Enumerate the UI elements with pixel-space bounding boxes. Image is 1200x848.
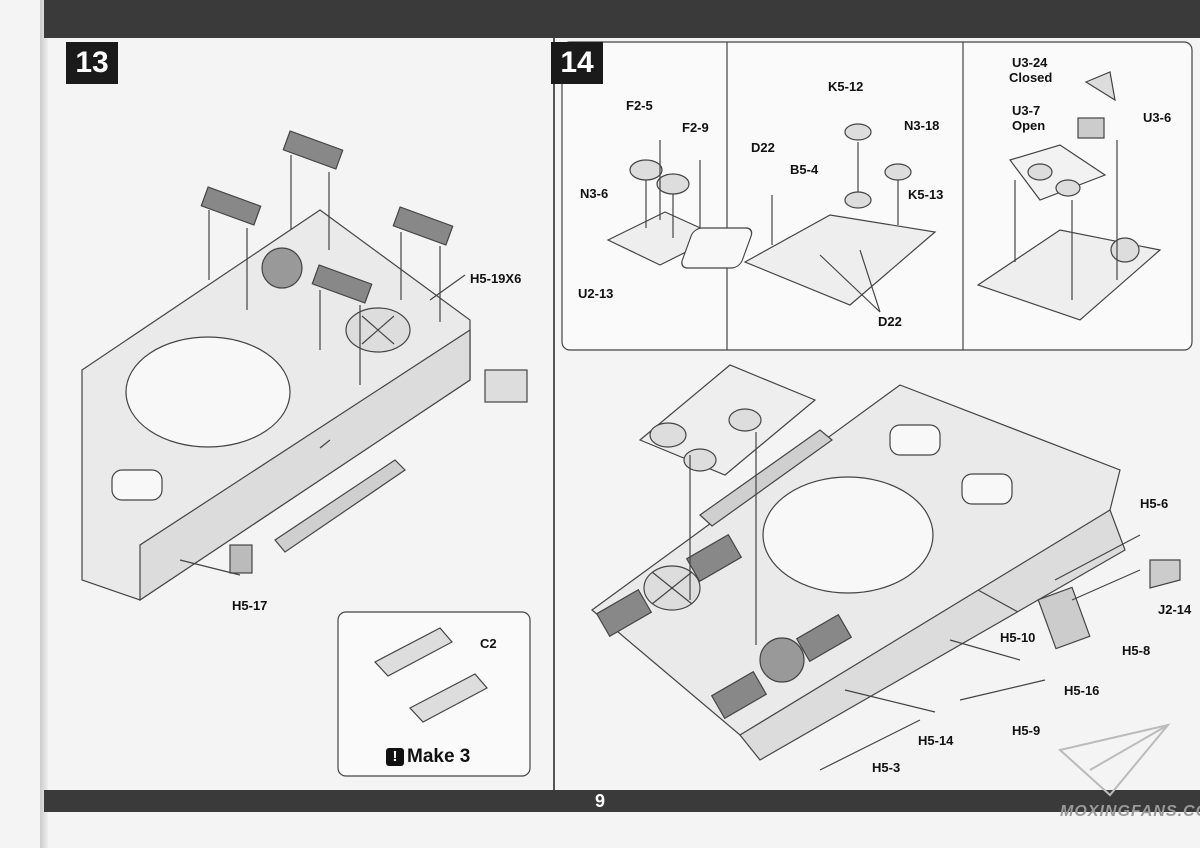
label-b5-4: B5-4: [790, 162, 819, 177]
page-number: 9: [594, 791, 605, 811]
watermark-text: MOXINGFANS.COM: [1060, 803, 1200, 820]
panel2-drawing: [681, 123, 937, 313]
header-bar: [44, 0, 1200, 38]
label-h5-19x6: H5-19X6: [470, 271, 522, 286]
label-n3-18: N3-18: [904, 118, 940, 133]
make-3-note: !Make 3: [386, 746, 470, 768]
label-h5-16: H5-16: [1064, 683, 1100, 698]
label-d22-bottom: D22: [878, 314, 902, 329]
step14-hull-drawing: [591, 364, 1181, 771]
panel3-drawing: [976, 71, 1162, 321]
make-3-text: Make 3: [407, 746, 471, 767]
label-h5-14: H5-14: [918, 733, 954, 748]
label-h5-3: H5-3: [872, 760, 901, 775]
label-u2-13: U2-13: [578, 286, 614, 301]
page-edge: [40, 0, 48, 848]
label-f2-9: F2-9: [682, 120, 709, 135]
label-h5-9: H5-9: [1012, 723, 1041, 738]
label-u3-6: U3-6: [1143, 110, 1172, 125]
label-open: Open: [1012, 118, 1046, 133]
label-k5-12: K5-12: [828, 79, 864, 94]
c2-track-links-drawing: [374, 627, 488, 723]
label-closed: Closed: [1009, 70, 1053, 85]
warning-icon: !: [386, 748, 404, 766]
label-f2-5: F2-5: [626, 98, 653, 113]
step13-inset-box: [337, 611, 531, 777]
label-k5-13: K5-13: [908, 187, 944, 202]
label-d22-top: D22: [751, 140, 775, 155]
label-h5-6: H5-6: [1140, 496, 1169, 511]
label-c2: C2: [480, 636, 497, 651]
step13-hull-drawing: [81, 130, 528, 602]
footer-bar: [44, 790, 1200, 812]
label-h5-8: H5-8: [1122, 643, 1151, 658]
label-u3-7: U3-7: [1012, 103, 1041, 118]
page-spine: [553, 38, 555, 790]
step13-badge: 13: [66, 42, 118, 84]
label-h5-17: H5-17: [232, 598, 268, 613]
label-u3-24: U3-24: [1012, 55, 1048, 70]
label-j2-14: J2-14: [1158, 602, 1192, 617]
label-n3-6: N3-6: [580, 186, 609, 201]
watermark-logo: [1057, 723, 1171, 797]
panel1-drawing: [606, 140, 720, 266]
label-h5-10: H5-10: [1000, 630, 1036, 645]
step14-badge: 14: [551, 42, 603, 84]
